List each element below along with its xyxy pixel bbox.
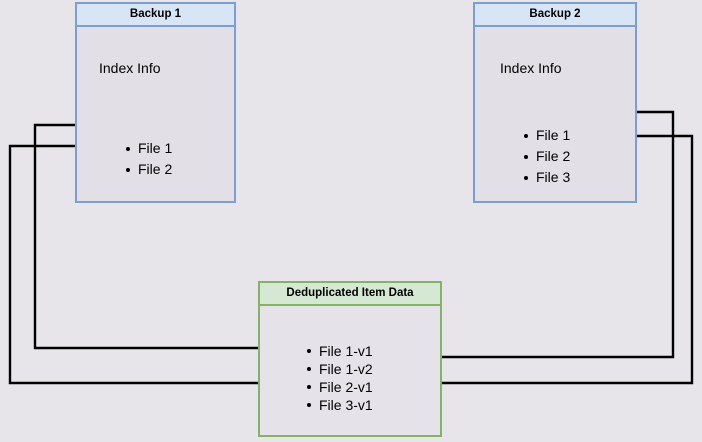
backup-2-body: Index Info File 1 File 2 File 3 xyxy=(475,27,635,201)
deduplicated-item-data-title: Deduplicated Item Data xyxy=(260,283,440,306)
dedup-file-list: File 1-v1 File 1-v2 File 2-v1 File 3-v1 xyxy=(306,342,373,414)
list-item[interactable]: File 3-v1 xyxy=(306,396,373,414)
list-item[interactable]: File 2 xyxy=(523,146,570,167)
deduplicated-item-data-body: File 1-v1 File 1-v2 File 2-v1 File 3-v1 xyxy=(260,306,440,435)
list-item[interactable]: File 3 xyxy=(523,167,570,188)
backup-1-title: Backup 1 xyxy=(77,4,234,27)
backup-2-title: Backup 2 xyxy=(475,4,635,27)
backup-1-index-info-label: Index Info xyxy=(99,60,161,76)
list-item[interactable]: File 1 xyxy=(523,125,570,146)
list-item[interactable]: File 2 xyxy=(125,159,172,180)
backup-2-file-list: File 1 File 2 File 3 xyxy=(523,125,570,188)
backup-1-box[interactable]: Backup 1 Index Info File 1 File 2 xyxy=(75,2,236,203)
backup-2-index-info-label: Index Info xyxy=(500,60,562,76)
list-item[interactable]: File 2-v1 xyxy=(306,378,373,396)
list-item[interactable]: File 1 xyxy=(125,138,172,159)
deduplicated-item-data-box[interactable]: Deduplicated Item Data File 1-v1 File 1-… xyxy=(258,281,442,437)
backup-1-body: Index Info File 1 File 2 xyxy=(77,27,234,201)
list-item[interactable]: File 1-v1 xyxy=(306,342,373,360)
backup-2-box[interactable]: Backup 2 Index Info File 1 File 2 File 3 xyxy=(473,2,637,203)
list-item[interactable]: File 1-v2 xyxy=(306,360,373,378)
backup-1-file-list: File 1 File 2 xyxy=(125,138,172,180)
